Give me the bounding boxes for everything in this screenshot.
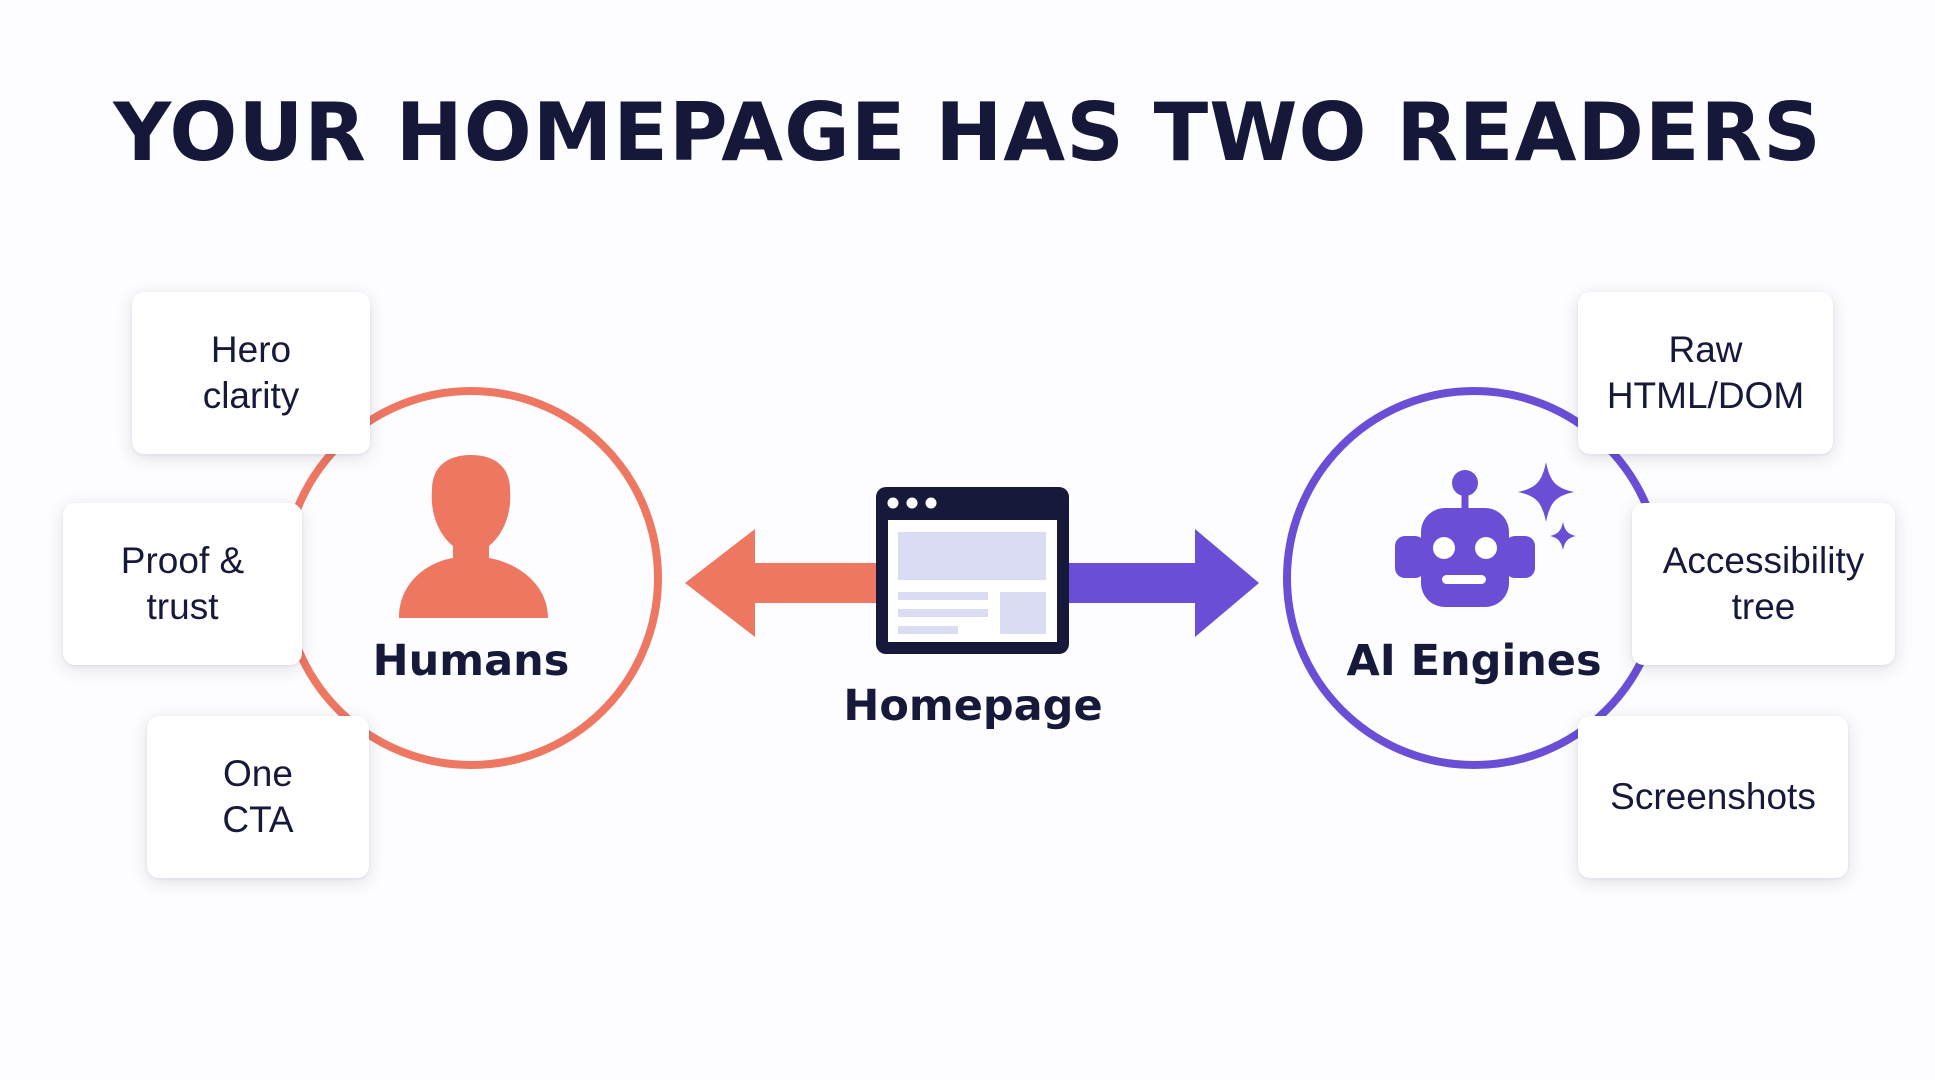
humans-label: Humans — [372, 636, 570, 686]
page-title: YOUR HOMEPAGE HAS TWO READERS — [113, 86, 1822, 179]
homepage-label: Homepage — [843, 681, 1103, 731]
arrow-to-humans — [685, 529, 880, 637]
ai-card-accessibility-tree: Accessibility tree — [1632, 503, 1895, 665]
person-icon — [399, 455, 548, 618]
ai-engines-label: AI Engines — [1346, 636, 1602, 686]
ai-card-raw-html-dom: Raw HTML/DOM — [1578, 292, 1833, 454]
arrow-to-ai-engines — [1060, 529, 1259, 637]
humans-card-proof-trust: Proof & trust — [63, 503, 302, 665]
humans-card-one-cta: One CTA — [147, 716, 369, 878]
ai-card-screenshots: Screenshots — [1578, 716, 1848, 878]
robot-sparkle-icon — [1395, 462, 1576, 607]
humans-card-hero-clarity: Hero clarity — [132, 292, 370, 454]
browser-window-icon — [876, 487, 1069, 654]
